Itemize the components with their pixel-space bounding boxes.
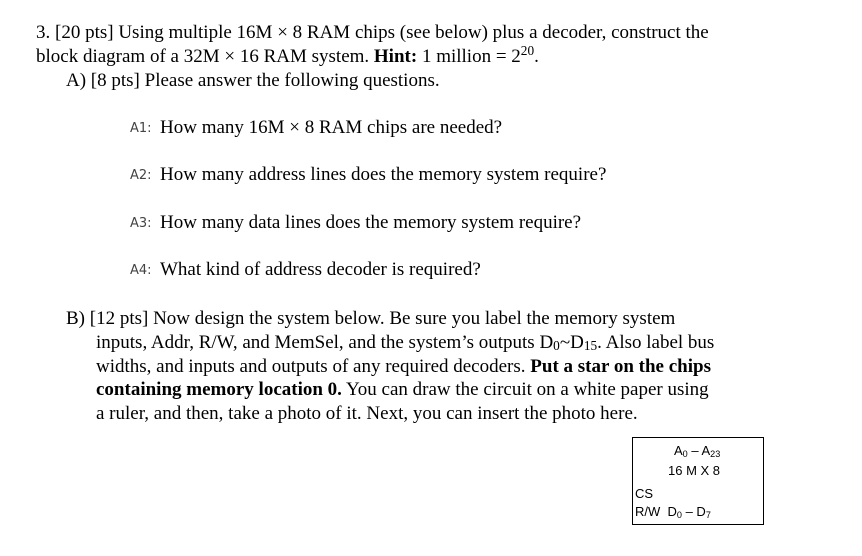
question-tag: A3:: [130, 216, 152, 231]
question-tag: A1:: [130, 121, 152, 136]
question-text: How many 16M × 8 RAM chips are needed?: [160, 117, 503, 138]
question-a2: A2: How many address lines does the memor…: [130, 164, 606, 187]
part-b-heading: B) [12 pts] Now design the system below.…: [66, 308, 676, 329]
question-text: How many data lines does the memory syst…: [160, 212, 582, 233]
part-b-line-4: containing memory location 0. You can dr…: [96, 379, 709, 400]
question-text: How many address lines does the memory s…: [160, 164, 607, 185]
chip-size-label: 16 M X 8: [668, 463, 721, 478]
question-a4: A4: What kind of address decoder is requi…: [130, 259, 481, 282]
chip-address-label: A0 – A23: [674, 443, 721, 459]
problem-line-2: block diagram of a 32M × 16 RAM system. …: [36, 43, 539, 67]
problem-line-1: 3. [20 pts] Using multiple 16M × 8 RAM c…: [36, 22, 709, 43]
part-a-heading: A) [8 pts] Please answer the following q…: [66, 70, 440, 91]
chip-cs-label: CS: [635, 486, 654, 501]
part-b-line-2: inputs, Addr, R/W, and MemSel, and the s…: [96, 332, 715, 353]
ram-chip-block: A0 – A23 16 M X 8 CS R/W D0 – D7: [632, 437, 764, 525]
part-b-line-3: widths, and inputs and outputs of any re…: [96, 356, 711, 377]
star-instruction-cont: containing memory location 0.: [96, 379, 342, 400]
star-instruction: Put a star on the chips: [530, 356, 711, 377]
question-tag: A2:: [130, 168, 152, 183]
hint-label: Hint:: [373, 46, 418, 67]
question-a3: A3: How many data lines does the memory s…: [130, 212, 581, 235]
question-text: What kind of address decoder is required…: [160, 259, 481, 280]
question-tag: A4:: [130, 263, 152, 278]
part-b-line-5: a ruler, and then, take a photo of it. N…: [96, 403, 638, 424]
question-a1: A1: How many 16M × 8 RAM chips are needed…: [130, 117, 502, 140]
chip-rw-label: R/W D0 – D7: [635, 504, 711, 520]
